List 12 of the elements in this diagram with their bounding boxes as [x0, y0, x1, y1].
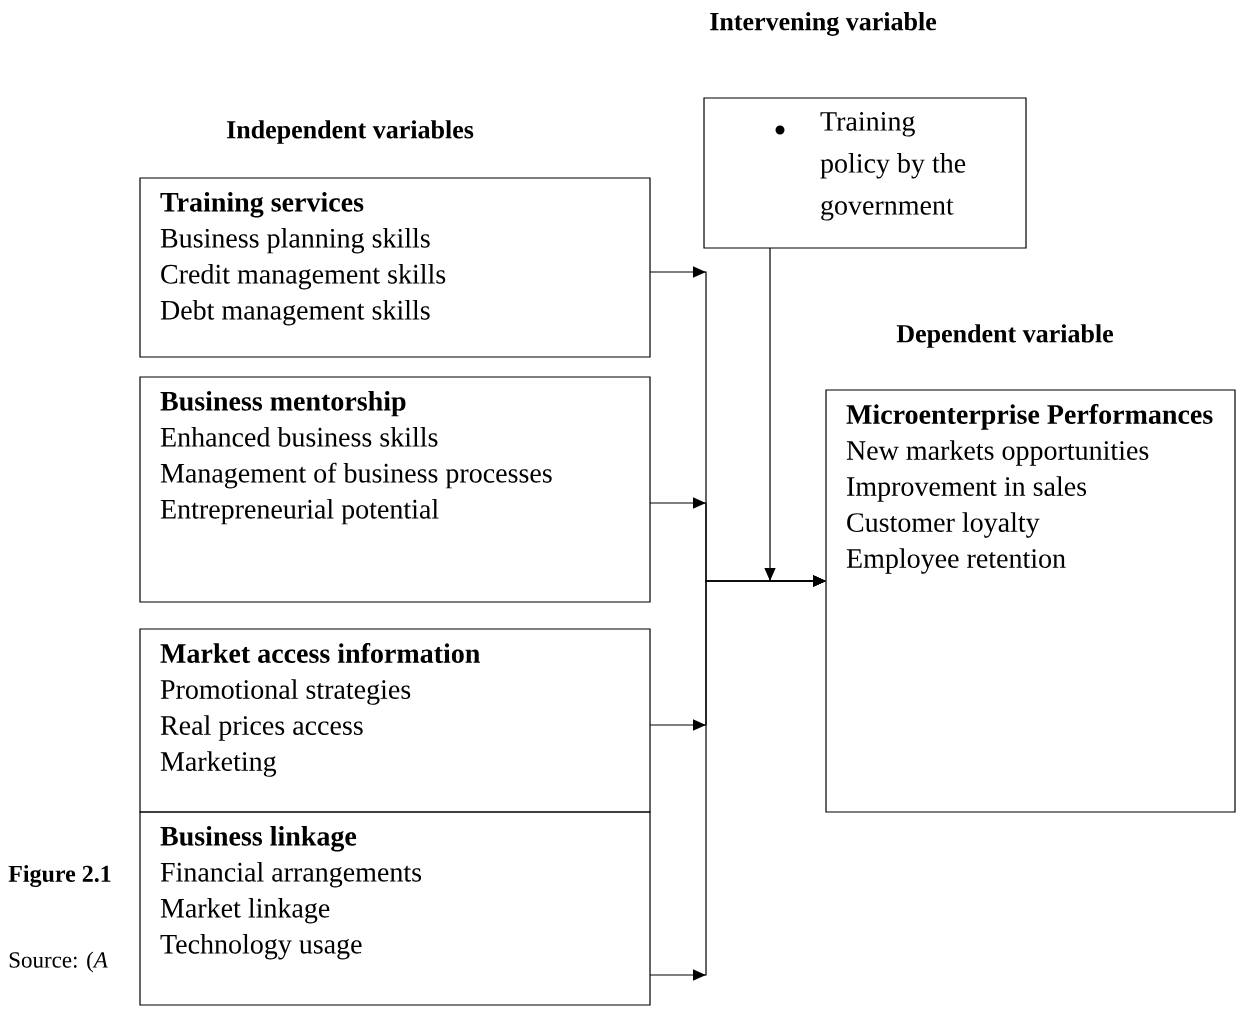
section-heading: Intervening variable: [710, 12, 937, 36]
variable-box: Training policy by the government: [703, 97, 1027, 249]
arrow: [764, 247, 826, 587]
source-note: Source: (A: [9, 951, 108, 973]
variable-box: Training services Business planning skills Credit management skills Debt management skills: [139, 177, 651, 358]
variable-box: Microenterprise Performances New markets opportunities Improvement in sales Customer loyalty Employee retention: [825, 389, 1236, 813]
figure-caption: Figure 2.1: [8, 865, 111, 887]
section-heading: Independent variables: [227, 120, 474, 144]
variable-box: Business linkage Financial arrangements Market linkage Technology usage: [139, 811, 651, 1006]
variable-box: Market access information Promotional strategies Real prices access Marketing: [139, 628, 651, 813]
section-heading: Dependent variable: [896, 324, 1114, 348]
variable-box: Business mentorship Enhanced business skills Management of business processes Entrepreneurial potential: [139, 376, 651, 603]
